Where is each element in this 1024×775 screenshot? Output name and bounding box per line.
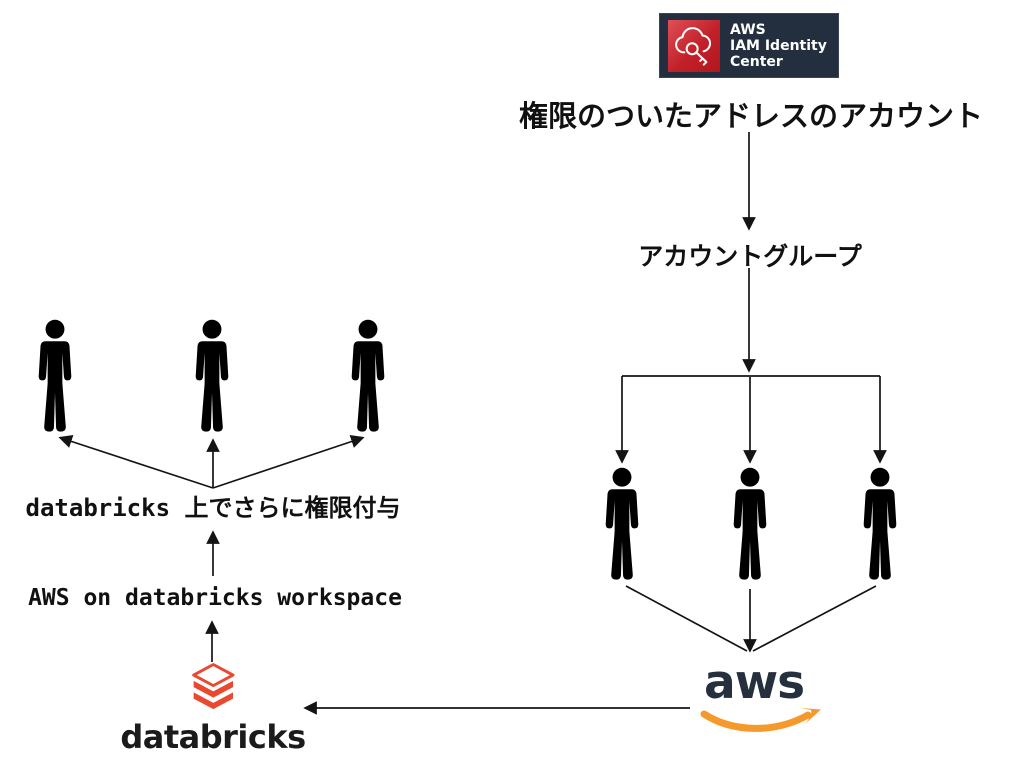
iam-identity-center-plate: AWS IAM Identity Center <box>659 13 839 78</box>
databricks-grant-label: databricks 上でさらに権限付与 <box>25 494 401 522</box>
databricks-wordmark: databricks <box>120 718 306 756</box>
workspace-label: AWS on databricks workspace <box>28 585 402 611</box>
cloud-key-icon <box>668 19 720 72</box>
aws-smile-icon <box>700 708 821 732</box>
person-icon <box>729 467 771 583</box>
person-icon <box>601 467 643 583</box>
arrow-grant-to-user-right <box>212 435 365 489</box>
iam-plate-line1: AWS <box>730 21 766 38</box>
person-icon <box>191 319 233 435</box>
aws-logo: aws <box>700 655 830 738</box>
databricks-logo: databricks <box>120 662 306 756</box>
person-icon <box>859 467 901 583</box>
line-user1-to-aws <box>625 585 748 652</box>
databricks-stack-icon <box>191 663 235 710</box>
line-user3-to-aws <box>752 585 877 652</box>
iam-plate-text: AWS IAM Identity Center <box>730 22 827 70</box>
aws-wordmark: aws <box>704 655 805 710</box>
account-group-label: アカウントグループ <box>638 242 862 271</box>
arrow-grant-to-user-left <box>58 434 214 489</box>
iam-plate-line2: IAM Identity <box>730 37 827 54</box>
person-icon <box>34 319 76 435</box>
person-icon <box>347 319 389 435</box>
iam-plate-line3: Center <box>730 53 783 70</box>
privileged-account-label: 権限のついたアドレスのアカウント <box>518 99 984 133</box>
